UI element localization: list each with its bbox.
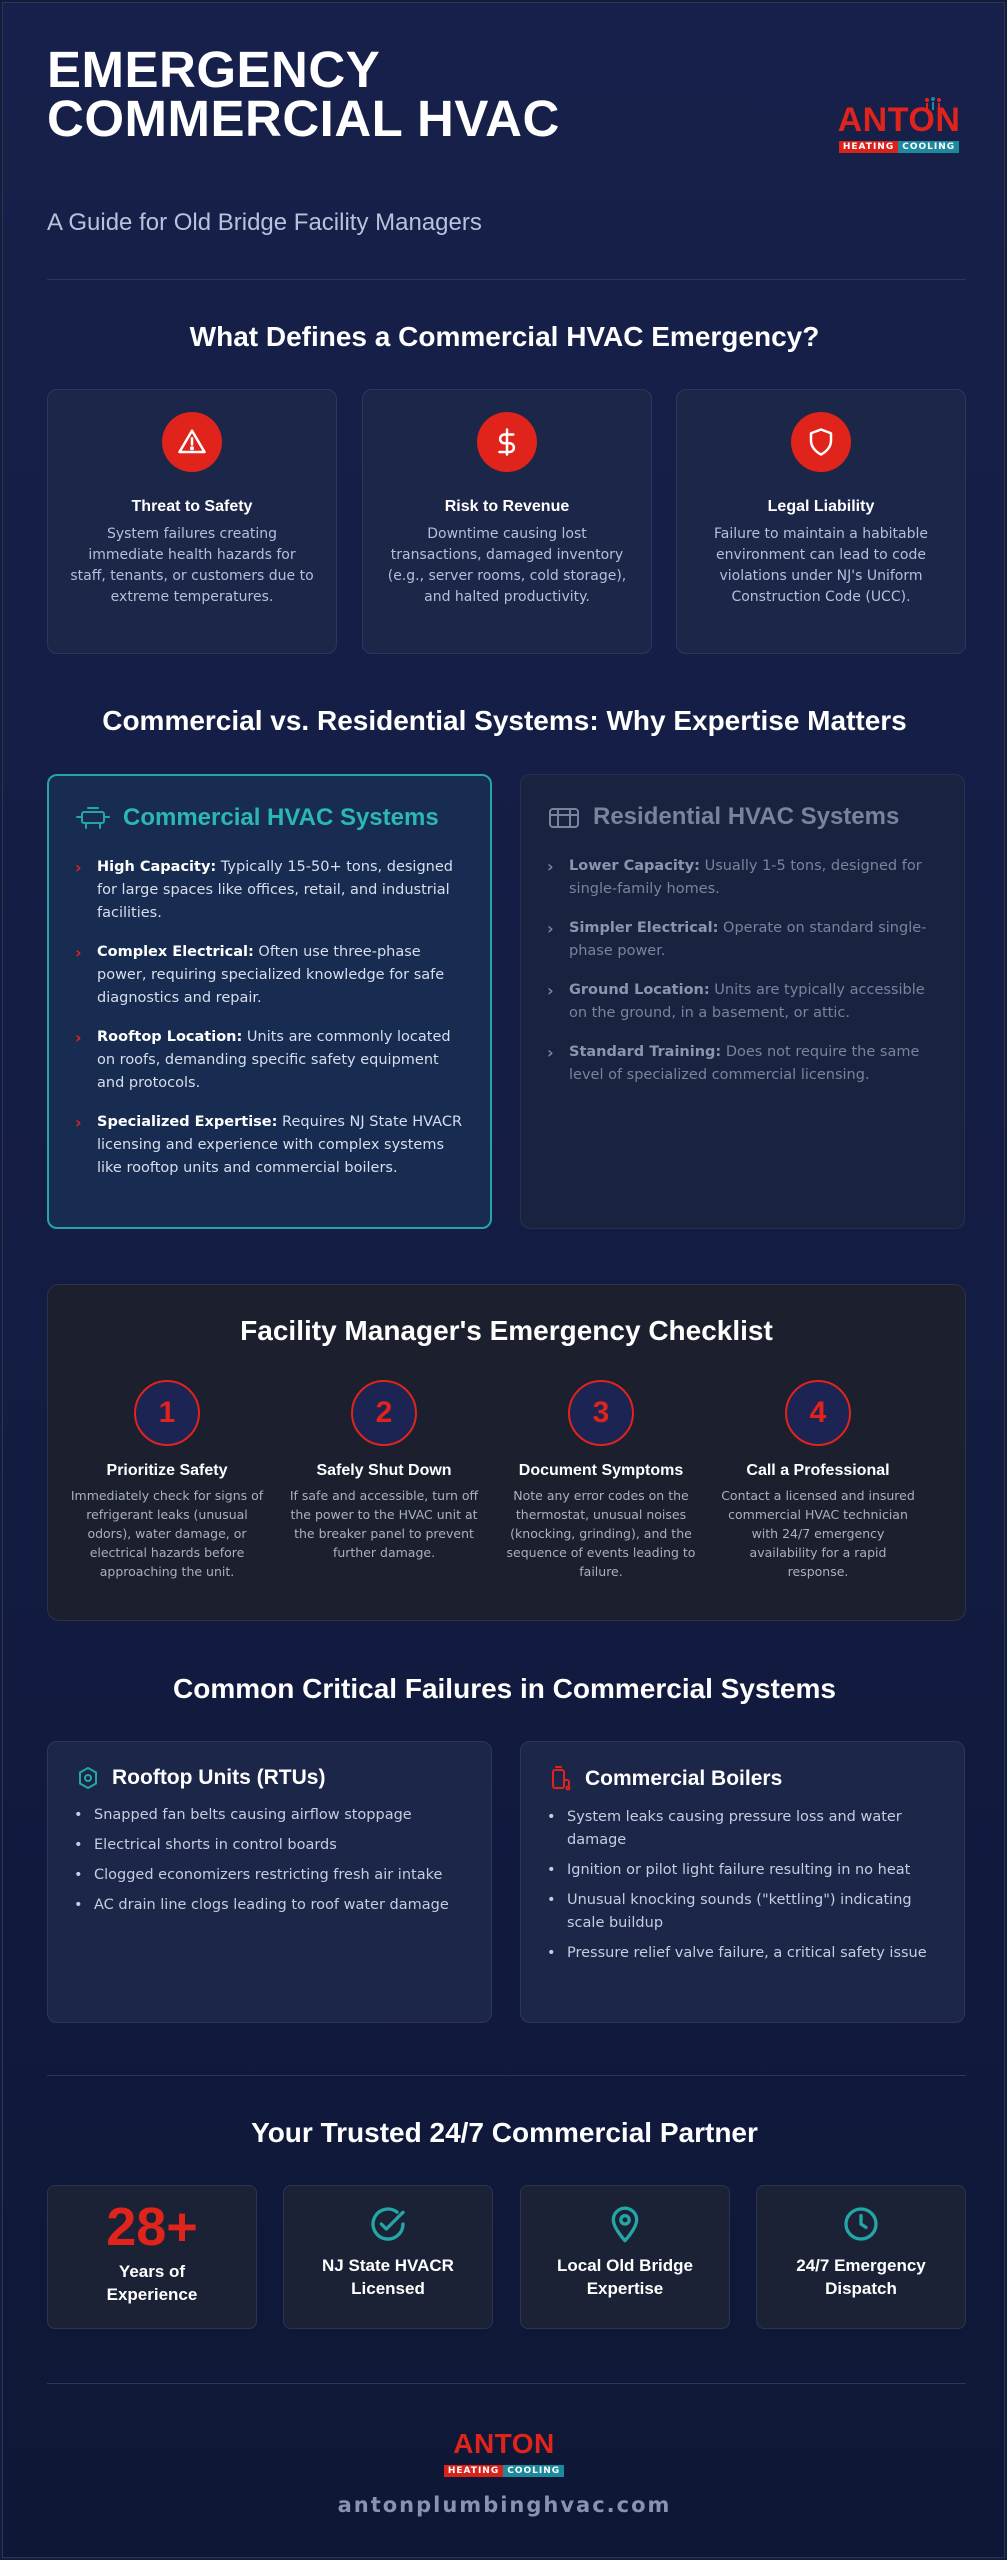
list-item: ›Standard Training: Does not require the…: [547, 1043, 920, 1083]
failures-title: Common Critical Failures in Commercial S…: [173, 1673, 836, 1704]
definition-text: System failures creating immediate healt…: [70, 526, 314, 605]
boilers-heading: Commercial Boilers: [585, 1767, 783, 1790]
boiler-icon: [552, 1766, 571, 1791]
step-title: Prioritize Safety: [106, 1462, 228, 1479]
commercial-heading: Commercial HVAC Systems: [123, 804, 439, 831]
warning-icon: [162, 412, 222, 472]
boiler-failures-card: Commercial Boilers System leaks causing …: [520, 1741, 965, 2023]
partner-title: Your Trusted 24/7 Commercial Partner: [251, 2117, 758, 2148]
website-link[interactable]: antonplumbinghvac.com: [337, 2493, 672, 2517]
licensed-card: NJ State HVACR Licensed: [283, 2185, 493, 2329]
list-item: Pressure relief valve failure, a critica…: [547, 1942, 940, 1965]
list-item: Ignition or pilot light failure resultin…: [547, 1859, 940, 1882]
rooftop-unit-icon: [79, 1766, 97, 1790]
shield-icon: [791, 412, 851, 472]
comparison-title: Commercial vs. Residential Systems: Why …: [102, 705, 907, 736]
local-expertise-card: Local Old Bridge Expertise: [520, 2185, 730, 2329]
definition-card-revenue: Risk to Revenue Downtime causing lost tr…: [362, 389, 652, 654]
list-item: AC drain line clogs leading to roof wate…: [74, 1894, 467, 1917]
step-text: If safe and accessible, turn off the pow…: [289, 1488, 479, 1560]
dispatch-label: 24/7 Emergency Dispatch: [796, 2256, 926, 2298]
list-item: Unusual knocking sounds ("kettling") ind…: [547, 1889, 940, 1935]
checklist-step-2: 2 Safely Shut Down If safe and accessibl…: [284, 1380, 484, 1562]
divider: [47, 279, 966, 280]
dispatch-card: 24/7 Emergency Dispatch: [756, 2185, 966, 2329]
commercial-hvac-icon: [76, 807, 110, 829]
definition-card-liability: Legal Liability Failure to maintain a ha…: [676, 389, 966, 654]
checklist-step-3: 3 Document Symptoms Note any error codes…: [501, 1380, 701, 1581]
step-text: Contact a licensed and insured commercia…: [721, 1488, 915, 1579]
step-number: 2: [351, 1380, 417, 1446]
step-number: 1: [134, 1380, 200, 1446]
checklist-step-1: 1 Prioritize Safety Immediately check fo…: [67, 1380, 267, 1581]
emergency-checklist-panel: Facility Manager's Emergency Checklist 1…: [47, 1284, 966, 1621]
residential-hvac-icon: [549, 808, 579, 828]
step-text: Immediately check for signs of refrigera…: [70, 1488, 264, 1579]
logo-heating: HEATING: [443, 2465, 504, 2477]
map-pin-icon: [611, 2206, 639, 2243]
commercial-systems-card: Commercial HVAC Systems ›High Capacity: …: [47, 774, 492, 1229]
list-item: Electrical shorts in control boards: [74, 1834, 467, 1857]
step-title: Document Symptoms: [518, 1462, 684, 1479]
footer-logo[interactable]: ANTON HEATING COOLING: [434, 2427, 574, 2477]
definition-title: Threat to Safety: [131, 498, 253, 515]
list-item: System leaks causing pressure loss and w…: [547, 1806, 940, 1852]
logo-figures-icon: [925, 97, 941, 110]
logo-heating: HEATING: [838, 141, 899, 153]
checklist-step-4: 4 Call a Professional Contact a licensed…: [718, 1380, 918, 1581]
list-item: ›Specialized Expertise: Requires NJ Stat…: [75, 1113, 463, 1176]
rtu-failures-card: Rooftop Units (RTUs) Snapped fan belts c…: [47, 1741, 492, 2023]
clock-icon: [844, 2207, 878, 2241]
step-title: Call a Professional: [746, 1462, 890, 1479]
definitions-title: What Defines a Commercial HVAC Emergency…: [189, 321, 820, 352]
list-item: ›High Capacity: Typically 15-50+ tons, d…: [75, 858, 453, 921]
logo-cooling: COOLING: [898, 141, 960, 153]
logo-brand: ANTON: [453, 2428, 555, 2459]
definition-text: Downtime causing lost transactions, dama…: [387, 526, 627, 605]
definition-card-safety: Threat to Safety System failures creatin…: [47, 389, 337, 654]
residential-systems-card: Residential HVAC Systems ›Lower Capacity…: [520, 774, 965, 1229]
step-number: 4: [785, 1380, 851, 1446]
divider: [47, 2383, 966, 2384]
page-title: EMERGENCY COMMERCIAL HVAC: [47, 41, 560, 147]
definition-title: Risk to Revenue: [444, 498, 570, 515]
list-item: ›Lower Capacity: Usually 1-5 tons, desig…: [547, 857, 922, 897]
step-text: Note any error codes on the thermostat, …: [506, 1488, 696, 1579]
definition-text: Failure to maintain a habitable environm…: [714, 526, 928, 605]
checklist-title: Facility Manager's Emergency Checklist: [240, 1315, 773, 1346]
residential-heading: Residential HVAC Systems: [593, 803, 900, 830]
dollar-icon: [477, 412, 537, 472]
list-item: Snapped fan belts causing airflow stoppa…: [74, 1804, 467, 1827]
page-subtitle: A Guide for Old Bridge Facility Managers: [47, 209, 482, 236]
years-experience-card: 28+ Years of Experience: [47, 2185, 257, 2329]
list-item: ›Simpler Electrical: Operate on standard…: [547, 919, 927, 959]
header-logo[interactable]: ANTON HEATING COOLING: [829, 97, 969, 153]
rtu-heading: Rooftop Units (RTUs): [112, 1766, 326, 1789]
list-item: ›Ground Location: Units are typically ac…: [547, 981, 925, 1021]
definition-title: Legal Liability: [767, 498, 875, 515]
step-title: Safely Shut Down: [316, 1462, 452, 1479]
list-item: Clogged economizers restricting fresh ai…: [74, 1864, 467, 1887]
years-label: Years of Experience: [106, 2262, 198, 2304]
list-item: ›Complex Electrical: Often use three-pha…: [75, 943, 445, 1006]
logo-cooling: COOLING: [503, 2465, 565, 2477]
licensed-label: NJ State HVACR Licensed: [322, 2256, 454, 2298]
years-value: 28+: [106, 2197, 198, 2257]
check-circle-icon: [371, 2207, 405, 2241]
local-label: Local Old Bridge Expertise: [556, 2256, 694, 2298]
divider: [47, 2075, 966, 2076]
list-item: ›Rooftop Location: Units are commonly lo…: [75, 1028, 451, 1091]
step-number: 3: [568, 1380, 634, 1446]
